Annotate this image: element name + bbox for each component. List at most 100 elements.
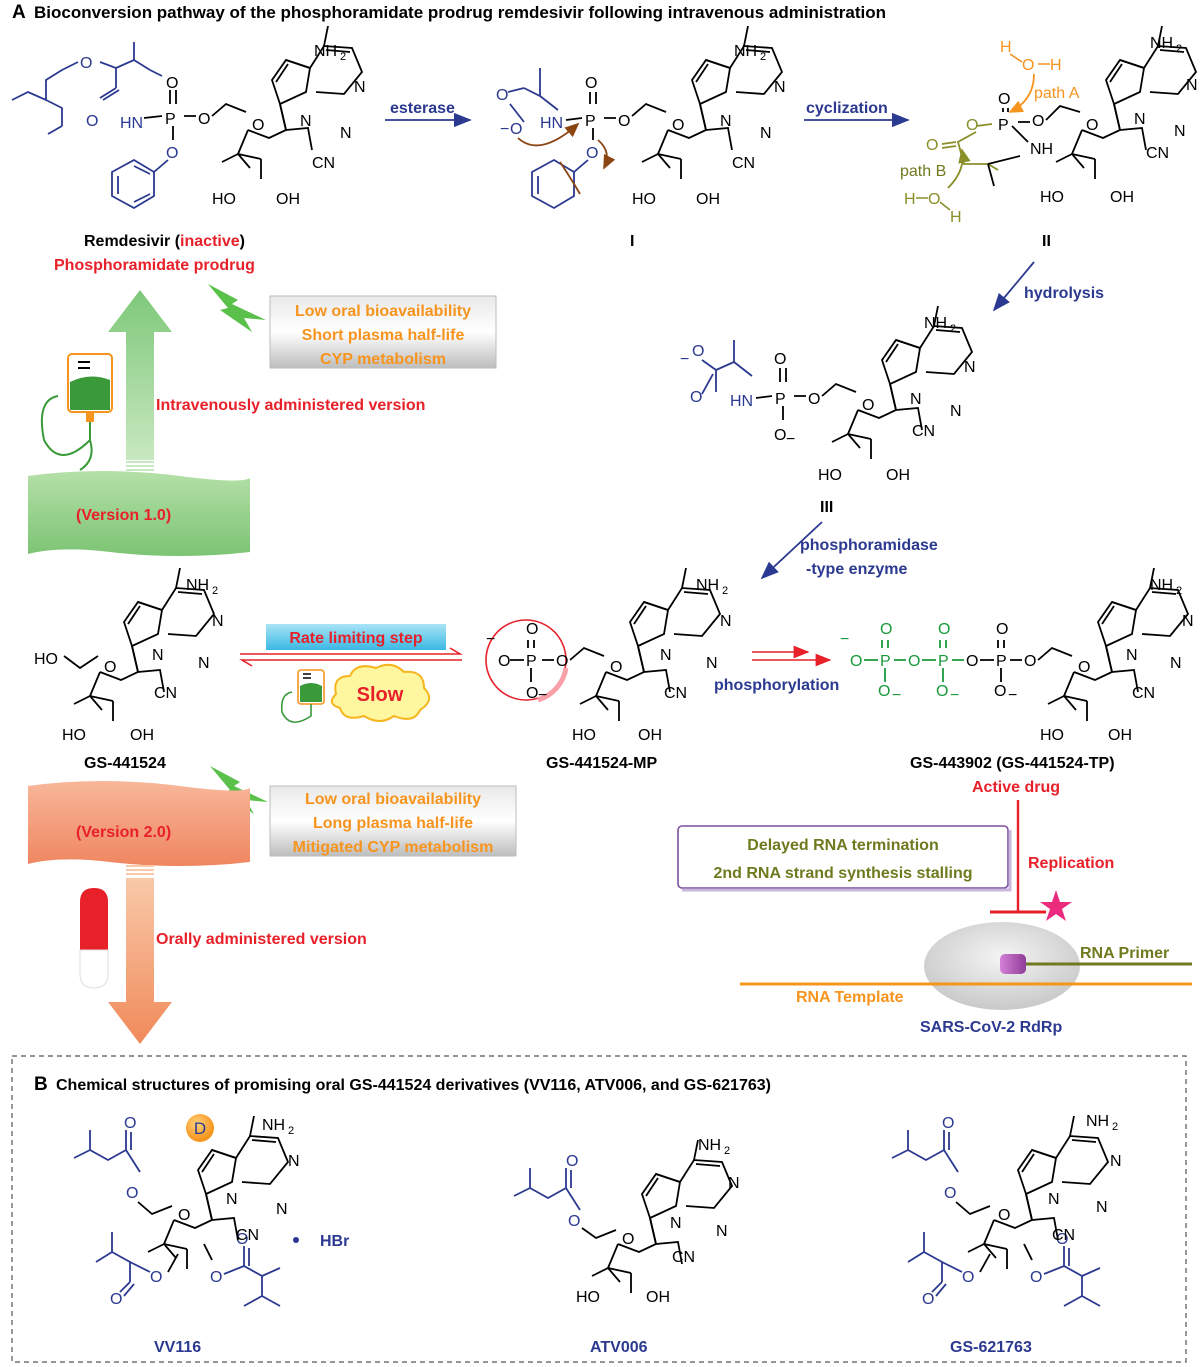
intermediate-1-structure: O − O HN O P O O: [496, 68, 667, 210]
atom-o: O: [198, 111, 210, 128]
vv116-structure: O O O O O O: [73, 1115, 281, 1308]
atom-o: O: [236, 1231, 248, 1248]
atom-n: N: [1170, 655, 1182, 672]
phosphoramidase-label-1: phosphoramidase: [800, 537, 938, 554]
atom-n: N: [1186, 77, 1198, 94]
atom-n: N: [660, 647, 672, 664]
atom-o: O: [928, 191, 940, 208]
atom-oh: OH: [1108, 727, 1132, 744]
atom-o: O: [610, 659, 622, 676]
atom-o: O: [585, 75, 597, 92]
atom-sub: 2: [340, 51, 346, 63]
atom-p: P: [775, 391, 786, 408]
atom-oh: OH: [638, 727, 662, 744]
deuterium-label: D: [194, 1119, 206, 1138]
atom-nh2: NH: [924, 315, 947, 332]
gs443902-structure: − O P O O − O P O O − O P O O − O: [840, 621, 1073, 704]
atom-n: N: [1096, 1199, 1108, 1216]
path-a-label: path A: [1034, 85, 1080, 102]
slow-label: Slow: [357, 684, 404, 706]
atom-o: O: [1032, 113, 1044, 130]
atom-o: O: [126, 1185, 138, 1202]
atom-ho: HO: [1040, 189, 1064, 206]
atom-o: O: [880, 621, 892, 638]
lightning-icon-2: [210, 766, 268, 814]
atom-ho: HO: [818, 467, 842, 484]
prodrug-label: Phosphoramidate prodrug: [54, 257, 255, 274]
atom-sub: 2: [722, 585, 728, 597]
slow-cloud: [330, 663, 431, 722]
atom-cn: CN: [1052, 1227, 1075, 1244]
atom-n: N: [1110, 1153, 1122, 1170]
atom-n: N: [774, 79, 786, 96]
atom-n: N: [1134, 111, 1146, 128]
atom-o: O: [966, 117, 978, 134]
gs441524-label: GS-441524: [84, 755, 166, 772]
atom-sub: 2: [288, 1125, 294, 1137]
atom-n: N: [1126, 647, 1138, 664]
atom-ho: HO: [212, 191, 236, 208]
atom-n: N: [226, 1191, 238, 1208]
atom-o: O: [672, 117, 684, 134]
atom-nh2: NH: [698, 1137, 721, 1154]
atom-ho: HO: [572, 727, 596, 744]
atom-o: O: [496, 87, 508, 104]
atom-o: O: [80, 55, 92, 72]
atom-cn: CN: [1146, 145, 1169, 162]
gs443902-label: GS-443902 (GS-441524-TP): [910, 755, 1115, 772]
equilibrium-arrows: [239, 647, 463, 667]
remdesivir-structure: O O HN O P O O: [11, 42, 247, 210]
atv006-label: ATV006: [590, 1339, 648, 1356]
atom-p: P: [880, 653, 891, 670]
atom-h: H: [904, 191, 916, 208]
atom-n: N: [716, 1223, 728, 1240]
atom-cn: CN: [664, 685, 687, 702]
atom-minus: −: [950, 687, 959, 704]
atom-sub: 2: [950, 323, 956, 335]
atom-o: O: [966, 653, 978, 670]
atom-cn: CN: [312, 155, 335, 172]
remdesivir-prop-3: CYP metabolism: [320, 351, 446, 368]
rate-limiting-box: [266, 624, 446, 650]
atom-n: N: [152, 647, 164, 664]
remdesivir-nucleoside: [221, 25, 363, 180]
atom-p: P: [938, 653, 949, 670]
cyclization-label: cyclization: [806, 100, 888, 117]
phosphoramidase-arrow: [760, 521, 823, 580]
gs621763-structure: O O O O O O: [891, 1115, 1101, 1308]
mechanism-1: Delayed RNA termination: [747, 837, 938, 854]
atom-o: O: [252, 117, 264, 134]
atom-n: N: [950, 403, 962, 420]
panel-b-letter: B: [34, 1074, 48, 1095]
atom-sub: 2: [1176, 585, 1182, 597]
atom-n: N: [300, 113, 312, 130]
atom-minus: −: [486, 631, 495, 648]
atom-o: O: [526, 621, 538, 638]
atom-n: N: [706, 655, 718, 672]
atom-hn: HN: [120, 115, 143, 132]
path-b-label: path B: [900, 163, 946, 180]
atom-o: O: [1022, 57, 1034, 74]
atom-p: P: [165, 111, 176, 128]
atom-o: O: [586, 145, 598, 162]
atom-p: P: [585, 113, 596, 130]
atom-o: O: [1086, 117, 1098, 134]
atom-cn: CN: [672, 1249, 695, 1266]
replication-label: Replication: [1028, 855, 1114, 872]
atom-o: O: [622, 1231, 634, 1248]
phosphoramidase-label-2: -type enzyme: [806, 561, 907, 578]
gs621763-nucleoside: [967, 1115, 1109, 1270]
atom-nh2: NH: [1086, 1113, 1109, 1130]
atom-o: O: [150, 1269, 162, 1286]
atom-ho: HO: [632, 191, 656, 208]
atom-o: O: [166, 145, 178, 162]
phosphorylation-label: phosphorylation: [714, 677, 839, 694]
atom-nh2: NH: [1150, 577, 1173, 594]
panel-a-title: Bioconversion pathway of the phosphorami…: [34, 3, 886, 22]
atom-oh: OH: [886, 467, 910, 484]
atom-p: P: [998, 117, 1009, 134]
atom-o: O: [808, 391, 820, 408]
hbr-label: HBr: [320, 1233, 349, 1250]
deuterium-ball: [186, 1114, 214, 1142]
atom-o: O: [774, 351, 786, 368]
